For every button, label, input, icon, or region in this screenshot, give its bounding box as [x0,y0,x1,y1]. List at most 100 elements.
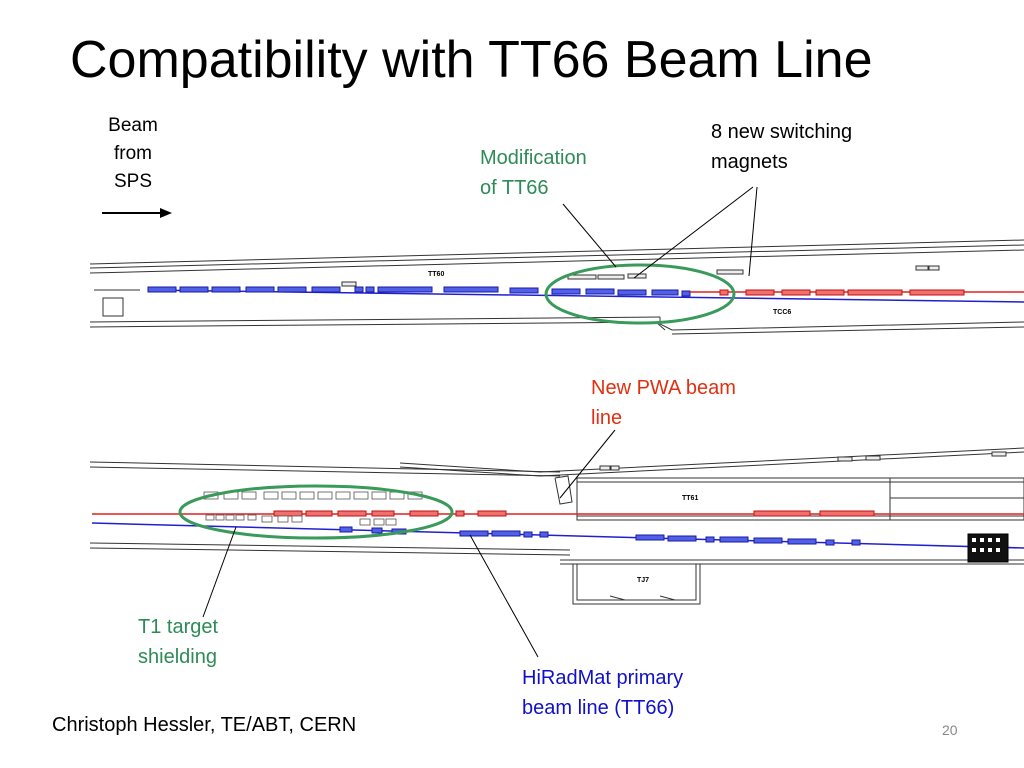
existing-magnet [599,465,611,471]
pwa-beam-line-label: New PWA beam line [591,373,736,433]
upper-blue-magnet [681,290,691,297]
switching-magnet [716,269,744,275]
upper-blue-magnet [211,286,241,293]
existing-magnet [837,456,853,462]
existing-magnet [991,451,1007,457]
modification-label: Modification of TT66 [480,143,587,203]
upper-tunnel-walls [89,239,1024,335]
shielding-block [247,514,257,521]
lower-blue-magnet [539,531,549,538]
existing-magnet [915,265,929,271]
modification-highlight-ellipse [544,263,736,325]
shielding-block [385,518,397,526]
upper-blue-magnet [585,288,615,295]
switching-magnets-label: 8 new switching magnets [711,117,852,177]
upper-blue-magnet [354,286,364,293]
existing-magnet [865,455,881,461]
shielding-block [299,491,315,500]
upper-pwa-line [690,289,1024,296]
upper-blue-magnet [551,288,581,295]
lower-red-magnet [371,510,395,517]
upper-red-magnet [745,289,775,296]
shielding-block [235,514,245,521]
tcc6-label: TCC6 [773,309,791,316]
pwa-label-line2: line [591,407,623,429]
upper-blue-magnet [365,286,375,293]
upper-leader-lines [562,186,758,279]
upper-blue-magnet [147,286,177,293]
lower-blue-magnet [371,527,383,534]
upper-red-magnet [719,289,729,296]
upper-blue-magnet [377,286,433,293]
switching-magnet [567,274,597,280]
shielding-block [291,515,303,523]
upper-blue-magnet [179,286,209,293]
lower-tunnel-walls [89,447,1024,605]
shielding-block [371,491,387,500]
lower-blue-magnet [851,539,861,546]
t1-shielding-blocks [203,491,423,526]
lower-red-magnet [455,510,465,517]
beam-direction-arrow [102,208,172,218]
shielding-block [225,514,235,521]
modification-label-line1: Modification [480,147,587,169]
lower-blue-magnet [825,539,835,546]
lower-leader-lines [202,429,616,658]
shielding-block [205,514,215,521]
upper-red-magnet [909,289,965,296]
lower-red-magnet [753,510,811,517]
hiradmat-label: HiRadMat primary beam line (TT66) [522,663,683,723]
upper-red-magnet [847,289,903,296]
upper-blue-magnet [509,287,539,294]
lower-red-magnet [477,510,507,517]
lower-red-magnet [409,510,439,517]
beam-source-line1: Beam [108,115,158,136]
upper-red-magnet [815,289,845,296]
shielding-block [353,491,369,500]
lower-red-magnet [273,510,303,517]
lower-blue-magnet [339,526,353,533]
page-number: 20 [942,722,958,738]
shielding-block [373,518,385,526]
lower-blue-magnet [787,538,817,545]
upper-blue-magnet [443,286,499,293]
beam-source-line3: SPS [113,171,153,192]
modification-label-line2: of TT66 [480,177,549,199]
lower-red-magnet [305,510,333,517]
existing-magnet [610,465,620,471]
lower-blue-magnet [705,536,715,543]
upper-blue-magnet [245,286,275,293]
lower-blue-magnet [491,530,521,537]
lower-blue-magnet [719,536,749,543]
upper-red-magnet [781,289,811,296]
existing-magnet [341,281,357,287]
lower-pwa-line [92,510,1024,517]
footer-author: Christoph Hessler, TE/ABT, CERN [52,714,357,736]
pwa-label-line1: New PWA beam [591,377,736,399]
lower-blue-magnet [667,535,697,542]
upper-blue-magnet [617,289,647,296]
beam-source-line2: from [114,143,152,164]
shielding-block [263,491,279,500]
switching-magnets-line2: magnets [711,151,788,173]
hiradmat-label-line2: beam line (TT66) [522,697,675,719]
t1-shielding-label: T1 target shielding [138,612,218,672]
t1-label-line2: shielding [138,646,217,668]
upper-hiradmat-line [147,286,1024,303]
beam-source-label: Beam from SPS [98,112,168,196]
lower-red-magnet [819,510,875,517]
switching-magnets-line1: 8 new switching [711,121,853,143]
upper-blue-magnet [651,289,679,296]
lower-blue-magnet [523,531,533,538]
upper-blue-magnet [311,286,341,293]
shielding-block [215,514,225,521]
lower-existing-magnets [599,451,1007,471]
shielding-block [335,491,351,500]
upper-blue-magnet [277,286,307,293]
slide-title: Compatibility with TT66 Beam Line [70,31,873,89]
tt61-label: TT61 [682,495,698,502]
tt60-label: TT60 [428,271,444,278]
lower-red-magnet [337,510,367,517]
tj7-label: TJ7 [637,577,649,584]
